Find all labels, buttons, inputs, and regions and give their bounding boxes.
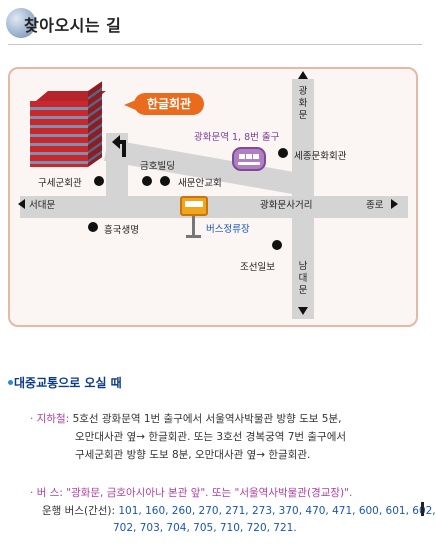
bus-label: 버 스 [36,487,60,499]
subway-label: 지하철 [36,413,66,425]
east-arrow-icon [391,199,398,209]
gusegun-dot-icon [94,176,104,186]
subway-exit-label: 광화문역 1, 8번 출구 [194,132,280,143]
text-cursor-bar [421,502,424,516]
bus-line-1: · 버 스: "광화문, 금호아시아나 본관 앞". 또는 "서울역사박물관(경… [30,487,353,499]
landmark-gusegun: 구세군회관 [38,178,82,189]
bus-icon [180,196,208,216]
bus-routes-2: 702, 703, 704, 705, 710, 720, 721. [113,522,297,534]
north-arrow-icon [298,71,308,79]
directions-title: 대중교통으로 오실 때 [14,376,122,390]
bus-stops-text: "광화문, 금호아시아나 본관 앞". 또는 "서울역사박물관(경교장)". [66,487,353,499]
bus-stop-pole [192,216,195,236]
east-direction-label: 종로 [366,200,384,211]
south-direction-label: 남 대 문 [298,261,308,296]
west-arrow-icon [18,199,25,209]
road-horizontal [20,196,408,218]
subway-line-1: · 지하철: 5호선 광화문역 1번 출구에서 서울역사박물관 방향 도보 5분… [30,413,342,425]
turn-arrow-icon [112,135,126,157]
bus-line-2: 운행 버스(간선): 101, 160, 260, 270, 271, 273,… [42,504,436,518]
location-map: 한글회관 광화문역 1, 8번 출구 광 화 문 세종문화회관 금호빌딩 새문안… [8,67,418,327]
title-badge-icon [6,8,36,38]
header-divider [8,44,422,45]
landmark-heungkuk: 흥국생명 [104,225,139,236]
bus-routes-1: 101, 160, 260, 270, 271, 273, 370, 470, … [118,505,436,517]
subway-line-2: 오만대사관 옆→ 한글회관. 또는 3호선 경복궁역 7번 출구에서 [75,431,347,443]
chosun-dot-icon [272,240,282,250]
west-direction-label: 서대문 [29,200,56,211]
landmark-sejong: 세종문화회관 [294,151,347,162]
road-vertical [292,79,314,319]
south-arrow-icon [298,307,308,315]
kumho-dot-icon [142,176,152,186]
north-direction-label: 광 화 문 [298,86,308,121]
subway-icon [232,147,266,171]
hangeul-hall-building [30,81,106,167]
landmark-chosun: 조선일보 [240,262,275,273]
section-bullet-icon [8,380,13,385]
landmark-kumho: 금호빌딩 [140,161,175,172]
intersection-label: 광화문사거리 [260,200,313,211]
heungkuk-dot-icon [88,222,98,232]
sejong-dot-icon [278,148,288,158]
bus-stop-base [186,235,201,238]
saemunan-dot-icon [160,176,170,186]
page-title: 찾아오시는 길 [24,16,122,35]
subway-text-1: 5호선 광화문역 1번 출구에서 서울역사박물관 방향 도보 5분, [72,413,342,425]
bus-stop-label: 버스정류장 [206,224,250,235]
callout-pointer [124,100,136,110]
subway-line-3: 구세군회관 방향 도보 8분, 오만대사관 옆→ 한글회관. [75,449,311,461]
bus-routes-label: 운행 버스(간선): [42,505,119,517]
hangeul-hall-callout: 한글회관 [134,93,204,115]
page-header: 찾아오시는 길 [0,0,430,48]
landmark-saemunan: 새문안교회 [178,178,222,189]
